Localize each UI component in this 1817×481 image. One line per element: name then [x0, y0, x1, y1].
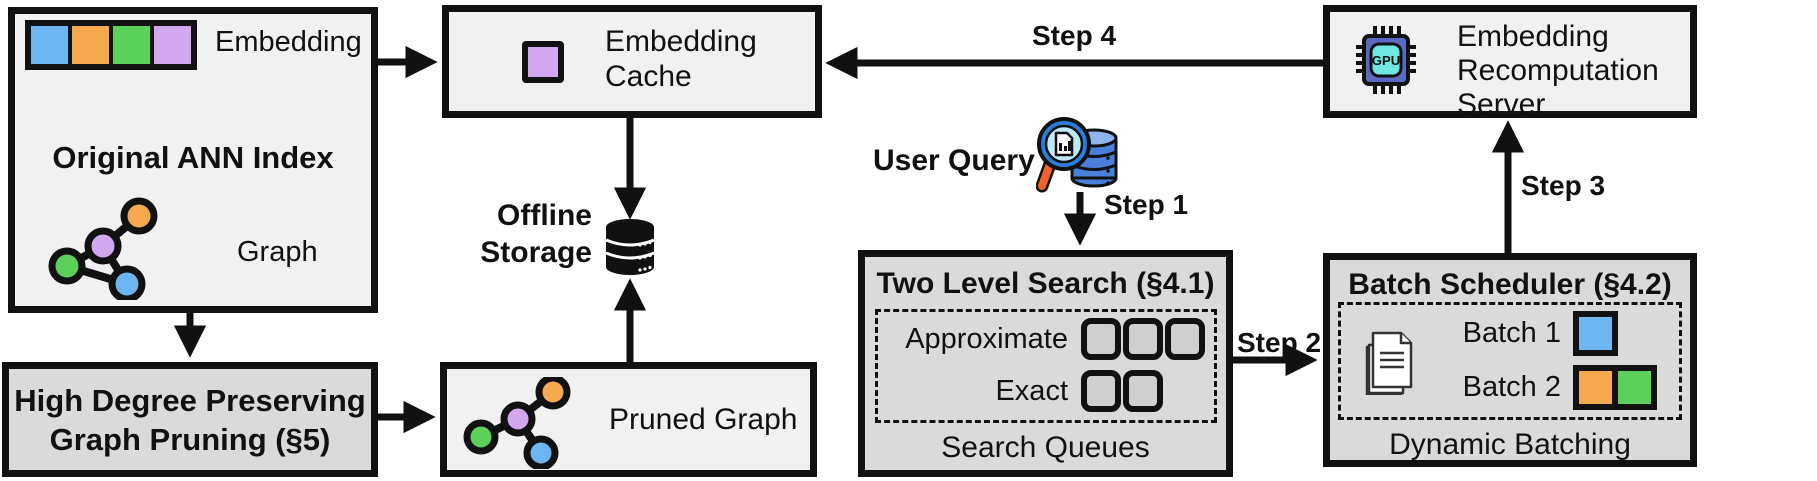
approximate-queue-icons [1081, 318, 1205, 360]
offline-storage-label: Offline Storage [480, 199, 592, 269]
embedding-vector-icon [25, 20, 197, 70]
recomputation-server-label: Embedding Recomputation Server [1457, 20, 1659, 121]
approximate-queue-row: Approximate [878, 318, 1205, 360]
exact-queue-row: Exact [878, 370, 1163, 412]
step4-label: Step 4 [1032, 20, 1117, 51]
two-level-search-box: Two Level Search (§4.1) Approximate Exac… [858, 250, 1233, 477]
pruned-graph-label: Pruned Graph [609, 403, 798, 436]
queue-slot-icon [1081, 318, 1121, 360]
batch1-items [1573, 311, 1618, 356]
graph-icon [48, 197, 158, 300]
pruned-graph-box: Pruned Graph [440, 362, 817, 477]
batch-scheduler-title: Batch Scheduler (§4.2) [1348, 268, 1672, 301]
embedding-cache-box: Embedding Cache [442, 5, 822, 118]
dynamic-batching-label: Dynamic Batching [1389, 428, 1631, 461]
batch2-items [1573, 365, 1657, 410]
gpu-chip-icon: GPU [1356, 26, 1416, 94]
step3-label: Step 3 [1521, 170, 1606, 201]
step1-label: Step 1 [1104, 189, 1189, 220]
batch-scheduler-box: Batch Scheduler (§4.2) Batch 1 Batch 2 [1323, 253, 1697, 467]
batch1-label: Batch 1 [1462, 317, 1561, 349]
approximate-label: Approximate [905, 322, 1068, 355]
batch1-item-blue [1573, 311, 1618, 356]
pruned-graph-icon [463, 377, 571, 469]
query-search-database-icon [1036, 117, 1118, 193]
queue-slot-icon [1165, 318, 1205, 360]
batch2-row: Batch 2 [1437, 365, 1657, 410]
graph-pruning-box: High Degree Preserving Graph Pruning (§5… [2, 362, 378, 477]
graph-pruning-title-line2: Graph Pruning (§5) [49, 421, 331, 457]
user-query-label: User Query [873, 144, 1035, 177]
embedding-cell-orange [72, 26, 109, 64]
dynamic-batching-region: Batch 1 Batch 2 [1338, 302, 1682, 420]
recomputation-server-box: GPU Embedding Recomputation Server [1323, 5, 1697, 121]
cached-embedding-icon [522, 41, 564, 83]
queue-slot-icon [1081, 370, 1121, 412]
database-icon [605, 219, 655, 275]
two-level-search-title: Two Level Search (§4.1) [876, 267, 1215, 300]
search-queues-region: Approximate Exact [875, 309, 1217, 423]
batch1-row: Batch 1 [1437, 311, 1618, 356]
graph-label: Graph [237, 236, 318, 268]
exact-queue-icons [1081, 370, 1163, 412]
embedding-cache-label: Embedding Cache [605, 25, 757, 93]
original-ann-index-title: Original ANN Index [52, 140, 334, 175]
batch2-label: Batch 2 [1462, 371, 1561, 403]
batch2-item-green [1612, 365, 1657, 410]
embedding-label: Embedding [215, 26, 362, 58]
gpu-text: GPU [1372, 53, 1400, 68]
queue-slot-icon [1123, 370, 1163, 412]
search-queues-label: Search Queues [941, 431, 1150, 464]
embedding-cell-purple [154, 26, 191, 64]
exact-label: Exact [995, 374, 1068, 407]
step2-label: Step 2 [1237, 327, 1322, 358]
queue-slot-icon [1123, 318, 1163, 360]
original-ann-index-box: Embedding Original ANN Index Graph [8, 7, 378, 313]
embedding-cell-green [113, 26, 150, 64]
documents-stack-icon [1365, 331, 1413, 395]
graph-pruning-title-line1: High Degree Preserving [14, 382, 366, 418]
embedding-cell-blue [31, 26, 68, 64]
